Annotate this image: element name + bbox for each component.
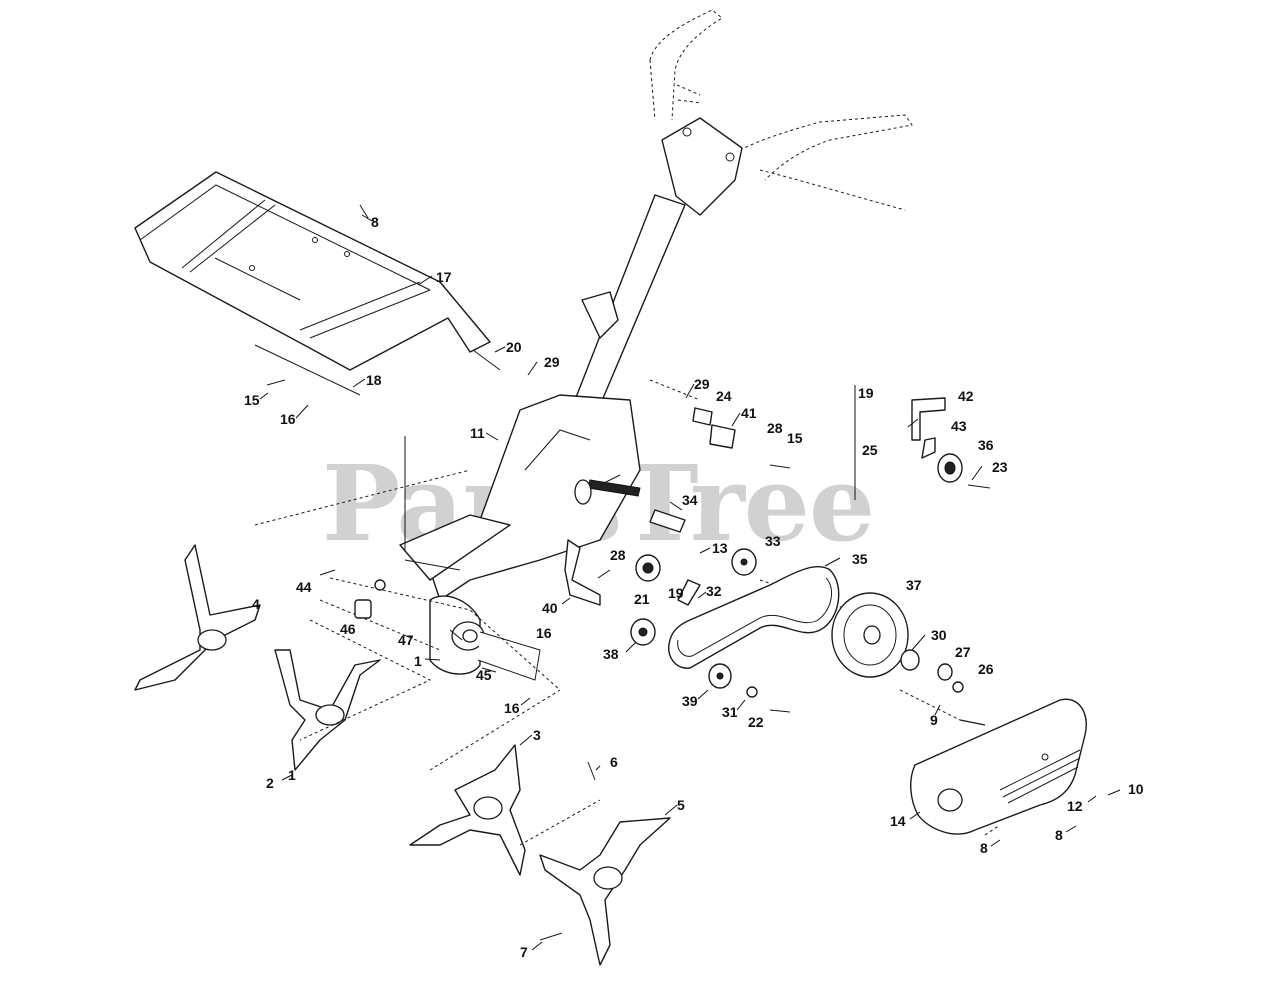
frame [399,194,686,681]
callout-47: 47 [398,632,414,648]
callout-28: 28 [610,547,626,563]
callout-13: 13 [712,540,728,556]
callout-30: 30 [931,627,947,643]
callout-19: 19 [858,385,874,401]
callouts: 8 17 20 29 18 15 16 11 29 24 41 28 15 19… [244,214,1144,960]
callout-24: 24 [716,388,732,404]
callout-4: 4 [252,596,260,612]
callout-28: 28 [767,420,783,436]
tine-2 [274,649,381,771]
callout-10: 10 [1128,781,1144,797]
callout-7: 7 [520,944,528,960]
callout-37: 37 [906,577,922,593]
callout-15: 15 [244,392,260,408]
callout-8: 8 [371,214,379,230]
callout-16: 16 [504,700,520,716]
tine-shield [134,171,491,396]
callout-18: 18 [366,372,382,388]
callout-40: 40 [542,600,558,616]
callout-26: 26 [978,661,994,677]
tine-4 [134,544,261,691]
belt-35 [668,566,840,669]
callout-16: 16 [536,625,552,641]
callout-23: 23 [992,459,1008,475]
callout-32: 32 [706,583,722,599]
callout-34: 34 [682,492,698,508]
callout-1: 1 [414,653,422,669]
callout-25: 25 [862,442,878,458]
callout-1: 1 [288,767,296,783]
callout-16: 16 [280,411,296,427]
callout-20: 20 [506,339,522,355]
callout-11: 11 [470,425,485,441]
callout-43: 43 [951,418,967,434]
callout-22: 22 [748,714,764,730]
callout-8: 8 [1055,827,1063,843]
handlebar [649,9,913,216]
callout-6: 6 [610,754,618,770]
callout-17: 17 [436,269,452,285]
pulley-37 [831,592,909,678]
callout-14: 14 [890,813,906,829]
callout-9: 9 [930,712,938,728]
callout-44: 44 [296,579,312,595]
callout-12: 12 [1067,798,1083,814]
callout-2: 2 [266,775,274,791]
callout-29: 29 [544,354,560,370]
callout-31: 31 [722,704,738,720]
callout-8: 8 [980,840,988,856]
callout-5: 5 [677,797,685,813]
small-parts [266,204,991,941]
callout-36: 36 [978,437,994,453]
callout-15: 15 [787,430,803,446]
tine-5 [539,817,671,966]
callout-19: 19 [668,585,684,601]
callout-29: 29 [694,376,710,392]
callout-46: 46 [340,621,356,637]
callout-35: 35 [852,551,868,567]
leader-lines [259,214,1121,951]
tine-3 [409,744,526,876]
callout-45: 45 [476,667,492,683]
callout-41: 41 [741,405,757,421]
callout-27: 27 [955,644,971,660]
callout-33: 33 [765,533,781,549]
callout-42: 42 [958,388,974,404]
callout-39: 39 [682,693,698,709]
callout-3: 3 [533,727,541,743]
belt-cover [910,698,1087,835]
callout-38: 38 [603,646,619,662]
callout-21: 21 [634,591,650,607]
